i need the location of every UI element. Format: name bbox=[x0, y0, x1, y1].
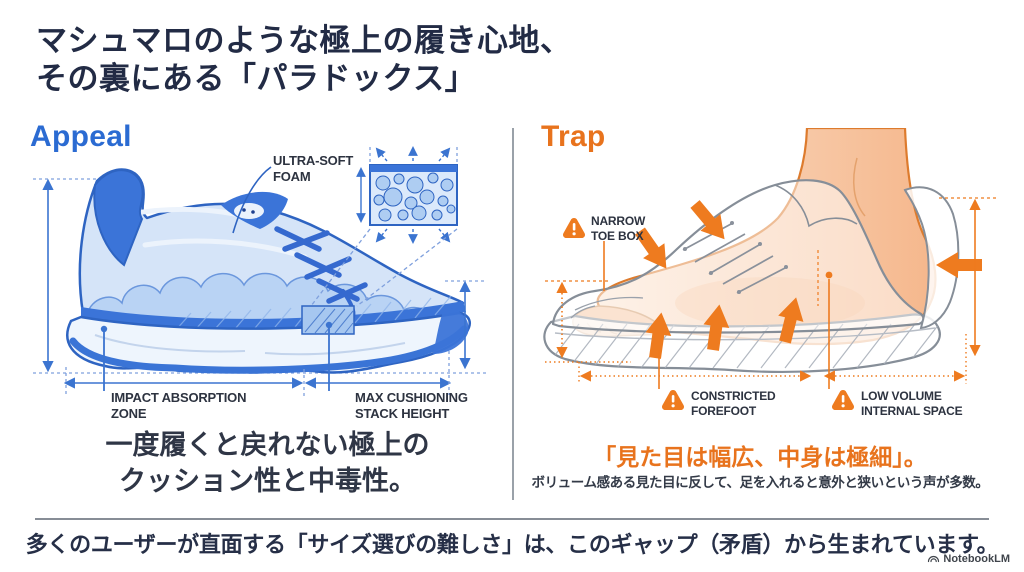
stack-height-highlight bbox=[301, 305, 355, 335]
laces bbox=[274, 226, 368, 304]
notebooklm-logo-icon bbox=[928, 555, 940, 563]
sole-waves bbox=[94, 334, 406, 356]
low-volume-label: LOW VOLUME INTERNAL SPACE bbox=[861, 389, 963, 419]
warning-icon bbox=[831, 390, 855, 410]
label-line: ZONE bbox=[111, 406, 147, 422]
trap-caption: 「見た目は幅広、中身は極細」。 bbox=[593, 444, 927, 470]
page-title: マシュマロのような極上の履き心地、 その裏にある「パラドックス」 bbox=[36, 22, 572, 99]
inset-funnel-line bbox=[356, 228, 458, 307]
warning-icon bbox=[661, 390, 685, 410]
heel-collar bbox=[93, 169, 144, 267]
height-dimension-lines bbox=[33, 178, 487, 374]
heel-counter bbox=[903, 186, 960, 330]
ultra-soft-foam-label: ULTRA-SOFT FOAM bbox=[273, 153, 353, 186]
constricted-forefoot-label: CONSTRICTED FOREFOOT bbox=[691, 389, 776, 419]
eyelets bbox=[683, 221, 788, 294]
footer-conclusion: 多くのユーザーが直面する「サイズ選びの難しさ」は、このギャップ（矛盾）から生まれ… bbox=[25, 532, 999, 557]
footer-divider bbox=[35, 518, 989, 520]
blue-shoe bbox=[66, 168, 472, 374]
tongue-dot bbox=[251, 210, 255, 214]
foam-top-band bbox=[370, 165, 457, 172]
ankle-crease bbox=[852, 157, 866, 217]
brand-name: NotebookLM bbox=[943, 552, 1010, 565]
tongue-dot bbox=[242, 208, 246, 212]
caption-line: 一度履くと戻れない極上の bbox=[105, 430, 430, 460]
outsole bbox=[69, 325, 468, 374]
collar-line bbox=[774, 184, 858, 228]
white-shoe bbox=[543, 179, 960, 374]
trap-heading: Trap bbox=[541, 120, 606, 153]
title-line-2: その裏にある「パラドックス」 bbox=[36, 61, 477, 97]
warning-icon bbox=[562, 218, 586, 238]
trap-dimension-lines bbox=[545, 197, 997, 389]
label-line: TOE BOX bbox=[591, 229, 644, 243]
label-line: STACK HEIGHT bbox=[355, 406, 450, 422]
label-line: NARROW bbox=[591, 214, 646, 228]
laces bbox=[682, 223, 786, 294]
narrow-toe-box-label: NARROW TOE BOX bbox=[591, 214, 645, 244]
width-dimension-lines bbox=[63, 280, 487, 397]
blue-shoe-diagram bbox=[33, 146, 487, 397]
expansion-arrows bbox=[375, 146, 451, 244]
sole-midline bbox=[554, 327, 936, 341]
foam-bubbles bbox=[373, 172, 456, 222]
label-line: INTERNAL SPACE bbox=[861, 404, 963, 418]
toe-stitching bbox=[570, 296, 644, 319]
label-line: FOREFOOT bbox=[691, 404, 757, 418]
panel-divider bbox=[512, 128, 514, 500]
label-line: CONSTRICTED bbox=[691, 389, 776, 403]
appeal-caption: 一度履くと戻れない極上の クッション性と中毒性。 bbox=[25, 428, 510, 499]
label-line: FOAM bbox=[273, 169, 311, 185]
brand-badge: NotebookLM bbox=[927, 552, 1010, 565]
label-line: IMPACT ABSORPTION bbox=[111, 390, 247, 405]
caption-line: クッション性と中毒性。 bbox=[119, 465, 416, 496]
appeal-illustration: ULTRA-SOFT FOAM IMPACT ABSORPTION ZONE M… bbox=[25, 145, 510, 423]
appeal-heading: Appeal bbox=[30, 120, 132, 153]
foam-inset bbox=[310, 146, 458, 307]
max-cushioning-label: MAX CUSHIONING STACK HEIGHT bbox=[355, 390, 468, 423]
impact-absorption-label: IMPACT ABSORPTION ZONE bbox=[111, 390, 246, 423]
inset-funnel-line bbox=[310, 228, 371, 307]
label-line: ULTRA-SOFT bbox=[273, 153, 354, 168]
label-line: LOW VOLUME bbox=[861, 389, 942, 403]
label-line: MAX CUSHIONING bbox=[355, 390, 468, 405]
trap-illustration: NARROW TOE BOX CONSTRICTED FOREFOOT LOW … bbox=[535, 126, 1000, 420]
foot-in-shoe-diagram bbox=[543, 126, 997, 410]
trap-subcaption: ボリューム感ある見た目に反して、足を入れると意外と狭いという声が多数。 bbox=[531, 475, 989, 490]
title-line-1: マシュマロのような極上の履き心地、 bbox=[36, 23, 572, 58]
